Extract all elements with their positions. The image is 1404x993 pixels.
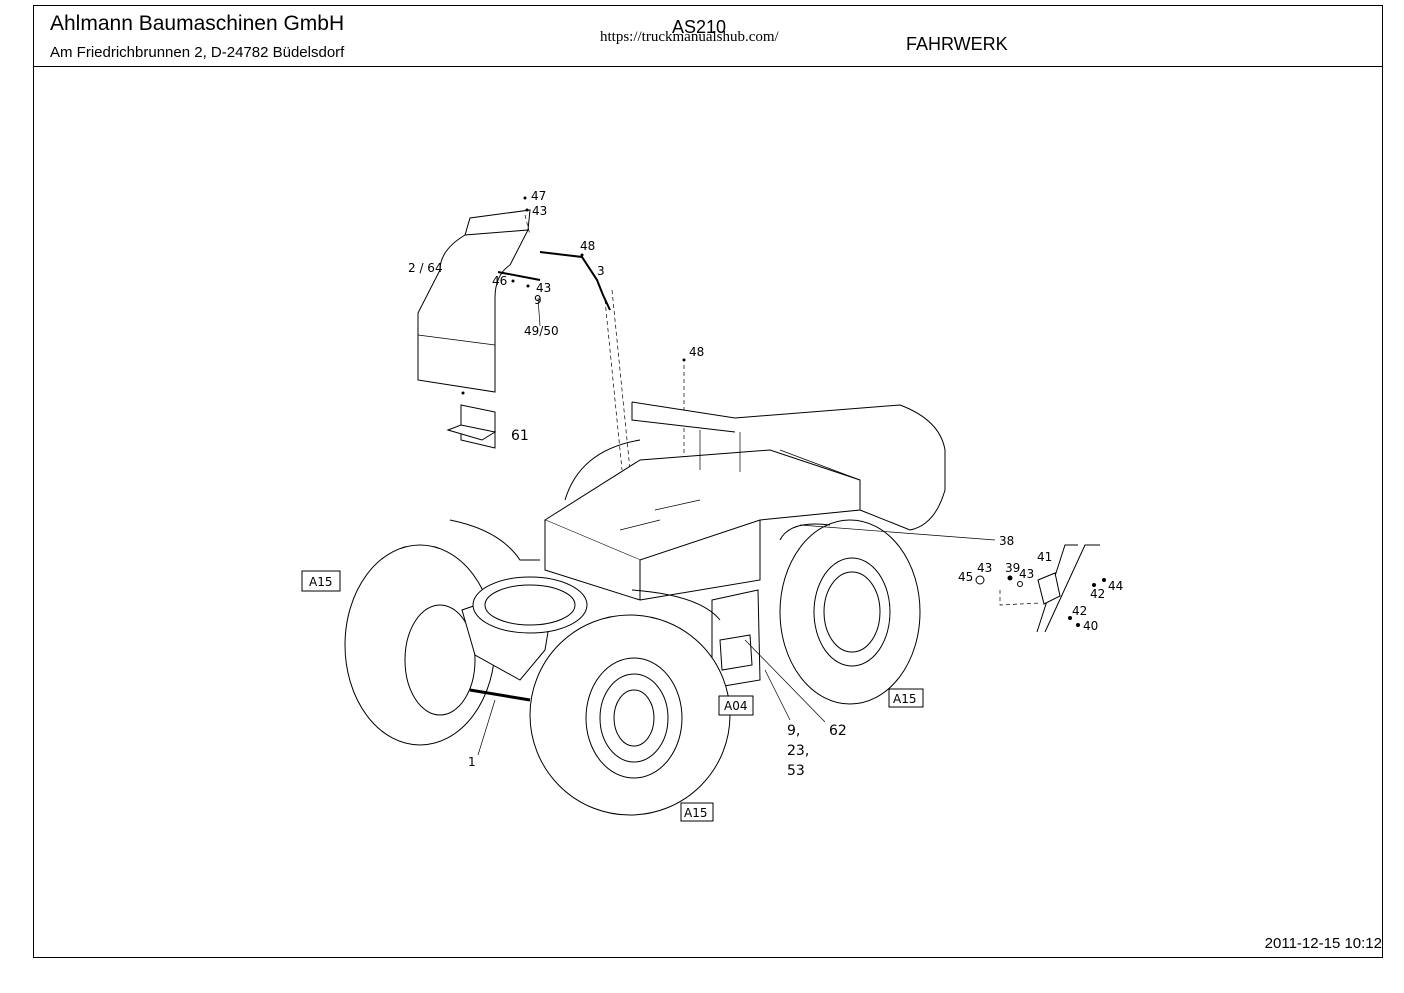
callout-43-r2: 43	[1019, 567, 1034, 581]
drawing-frame	[33, 5, 1383, 958]
callout-numbers: 47 43 48 3 2 / 64 46 43 9 49/50 48 61 38…	[408, 189, 1123, 779]
callout-38: 38	[999, 534, 1014, 548]
company-name: Ahlmann Baumaschinen GmbH	[50, 12, 345, 35]
model-number: AS210	[672, 17, 727, 37]
callout-23-line: 23,	[787, 743, 809, 759]
callout-42-a: 42	[1090, 587, 1105, 601]
callout-46: 46	[492, 274, 507, 288]
callout-40: 40	[1083, 619, 1098, 633]
callout-3: 3	[597, 264, 605, 278]
reference-box-a15-right: A15	[888, 688, 924, 708]
svg-text:A15: A15	[893, 692, 916, 706]
callout-62: 62	[829, 723, 847, 739]
fasteners	[461, 196, 686, 395]
callout-43-top: 43	[532, 204, 547, 218]
callout-9-line: 9,	[787, 723, 800, 739]
callout-48-top: 48	[580, 239, 595, 253]
svg-text:A04: A04	[724, 699, 747, 713]
callout-39: 39	[1005, 561, 1020, 575]
reference-box-a04: A04	[718, 695, 754, 716]
callout-42-b: 42	[1072, 604, 1087, 618]
callout-49-50: 49/50	[524, 324, 559, 338]
callout-leaders	[477, 297, 826, 756]
section-title: FAHRWERK	[906, 34, 1008, 54]
assembly-dash-lines	[524, 214, 685, 471]
callout-2-64: 2 / 64	[408, 261, 443, 275]
svg-text:A15: A15	[684, 806, 707, 820]
watermark-url: https://truckmanualshub.com/	[600, 29, 779, 45]
strap-part-46	[497, 271, 541, 281]
chassis-frame	[543, 401, 946, 601]
print-timestamp: 2011-12-15 10:12	[1264, 935, 1382, 952]
callout-44: 44	[1108, 579, 1123, 593]
axle-turntable	[461, 576, 588, 702]
title-block	[33, 5, 1383, 67]
reference-box-a15-left: A15	[301, 570, 341, 592]
callout-61: 61	[511, 428, 529, 444]
callout-48-mid: 48	[689, 345, 704, 359]
callout-9-mid: 9	[534, 293, 542, 307]
callout-47: 47	[531, 189, 546, 203]
callout-43-r1: 43	[977, 561, 992, 575]
mount-detail-group	[799, 524, 1106, 633]
reference-box-a15-bottom: A15	[680, 802, 714, 822]
callout-43-mid: 43	[536, 281, 551, 295]
fender-part	[417, 209, 531, 393]
callout-45: 45	[958, 570, 973, 584]
bracket-part-61	[446, 404, 497, 449]
callout-1: 1	[468, 755, 476, 769]
wheel-right-rear	[779, 519, 921, 705]
svg-text:A15: A15	[309, 575, 332, 589]
callout-41: 41	[1037, 550, 1052, 564]
company-address: Am Friedrichbrunnen 2, D-24782 Büdelsdor…	[50, 44, 345, 61]
callout-53-line: 53	[787, 763, 805, 779]
